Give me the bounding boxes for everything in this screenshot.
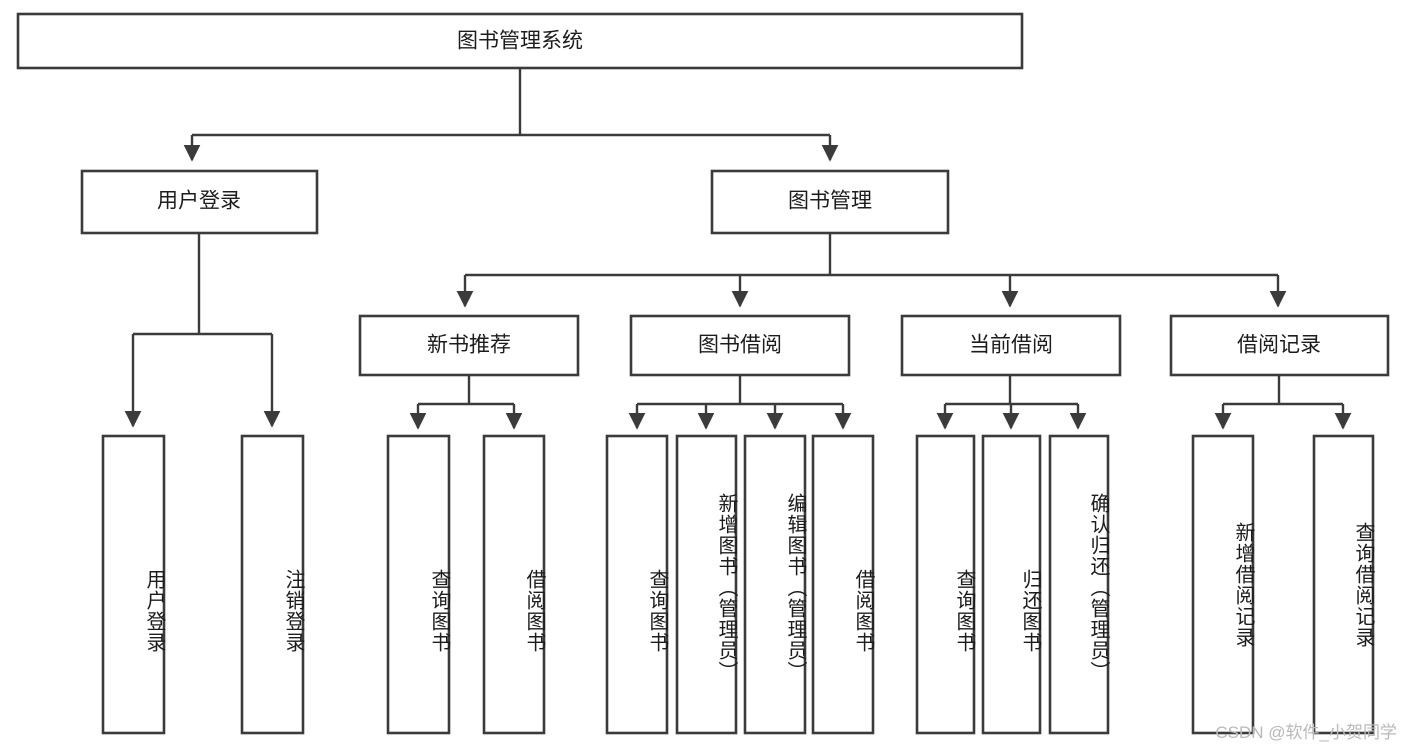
leaf-box-logout[interactable]: [240, 434, 305, 735]
node-borrow-record-label: 借阅记录: [1237, 334, 1321, 357]
leaf-box-user-login[interactable]: [101, 434, 166, 735]
connector-bookmgmt-to-level3: [456, 233, 1287, 308]
node-user-login-label: 用户登录: [157, 190, 241, 213]
leaf-box-return-book[interactable]: [981, 434, 1042, 735]
leaf-box-query-book-nb[interactable]: [386, 434, 451, 735]
leaf-box-query-record[interactable]: [1312, 434, 1375, 735]
node-current-borrow[interactable]: 当前借阅: [900, 314, 1122, 377]
leaf-box-confirm-return[interactable]: [1048, 434, 1110, 735]
leaf-boxes: [101, 434, 1375, 735]
node-user-login[interactable]: 用户登录: [80, 169, 319, 235]
leaf-box-add-book-admin[interactable]: [675, 434, 738, 735]
leaf-box-query-book-cb[interactable]: [915, 434, 976, 735]
leaf-box-query-book-bb[interactable]: [605, 434, 669, 735]
node-book-borrow-label: 图书借阅: [698, 334, 782, 357]
connector-newbook-to-leaves: [409, 375, 523, 430]
connector-userlogin-to-leaves: [124, 233, 281, 428]
connector-root-to-level2: [183, 68, 839, 162]
node-book-management[interactable]: 图书管理: [710, 169, 950, 235]
connector-bookborrow-to-leaves: [628, 375, 852, 430]
leaf-box-borrow-book-nb[interactable]: [482, 434, 546, 735]
leaf-box-edit-book-admin[interactable]: [743, 434, 807, 735]
leaf-box-borrow-book-bb[interactable]: [811, 434, 875, 735]
connector-borrowrecord-to-leaves: [1214, 375, 1352, 430]
leaf-box-add-record[interactable]: [1191, 434, 1255, 735]
node-borrow-record[interactable]: 借阅记录: [1169, 314, 1390, 377]
node-current-borrow-label: 当前借阅: [969, 334, 1053, 357]
node-root-system[interactable]: 图书管理系统: [16, 12, 1024, 70]
node-book-borrow[interactable]: 图书借阅: [629, 314, 851, 377]
node-new-book-recommend[interactable]: 新书推荐: [358, 314, 580, 377]
node-root-label: 图书管理系统: [457, 30, 583, 53]
node-book-management-label: 图书管理: [788, 190, 872, 213]
connector-currentborrow-to-leaves: [936, 375, 1087, 430]
node-new-book-recommend-label: 新书推荐: [427, 334, 511, 357]
